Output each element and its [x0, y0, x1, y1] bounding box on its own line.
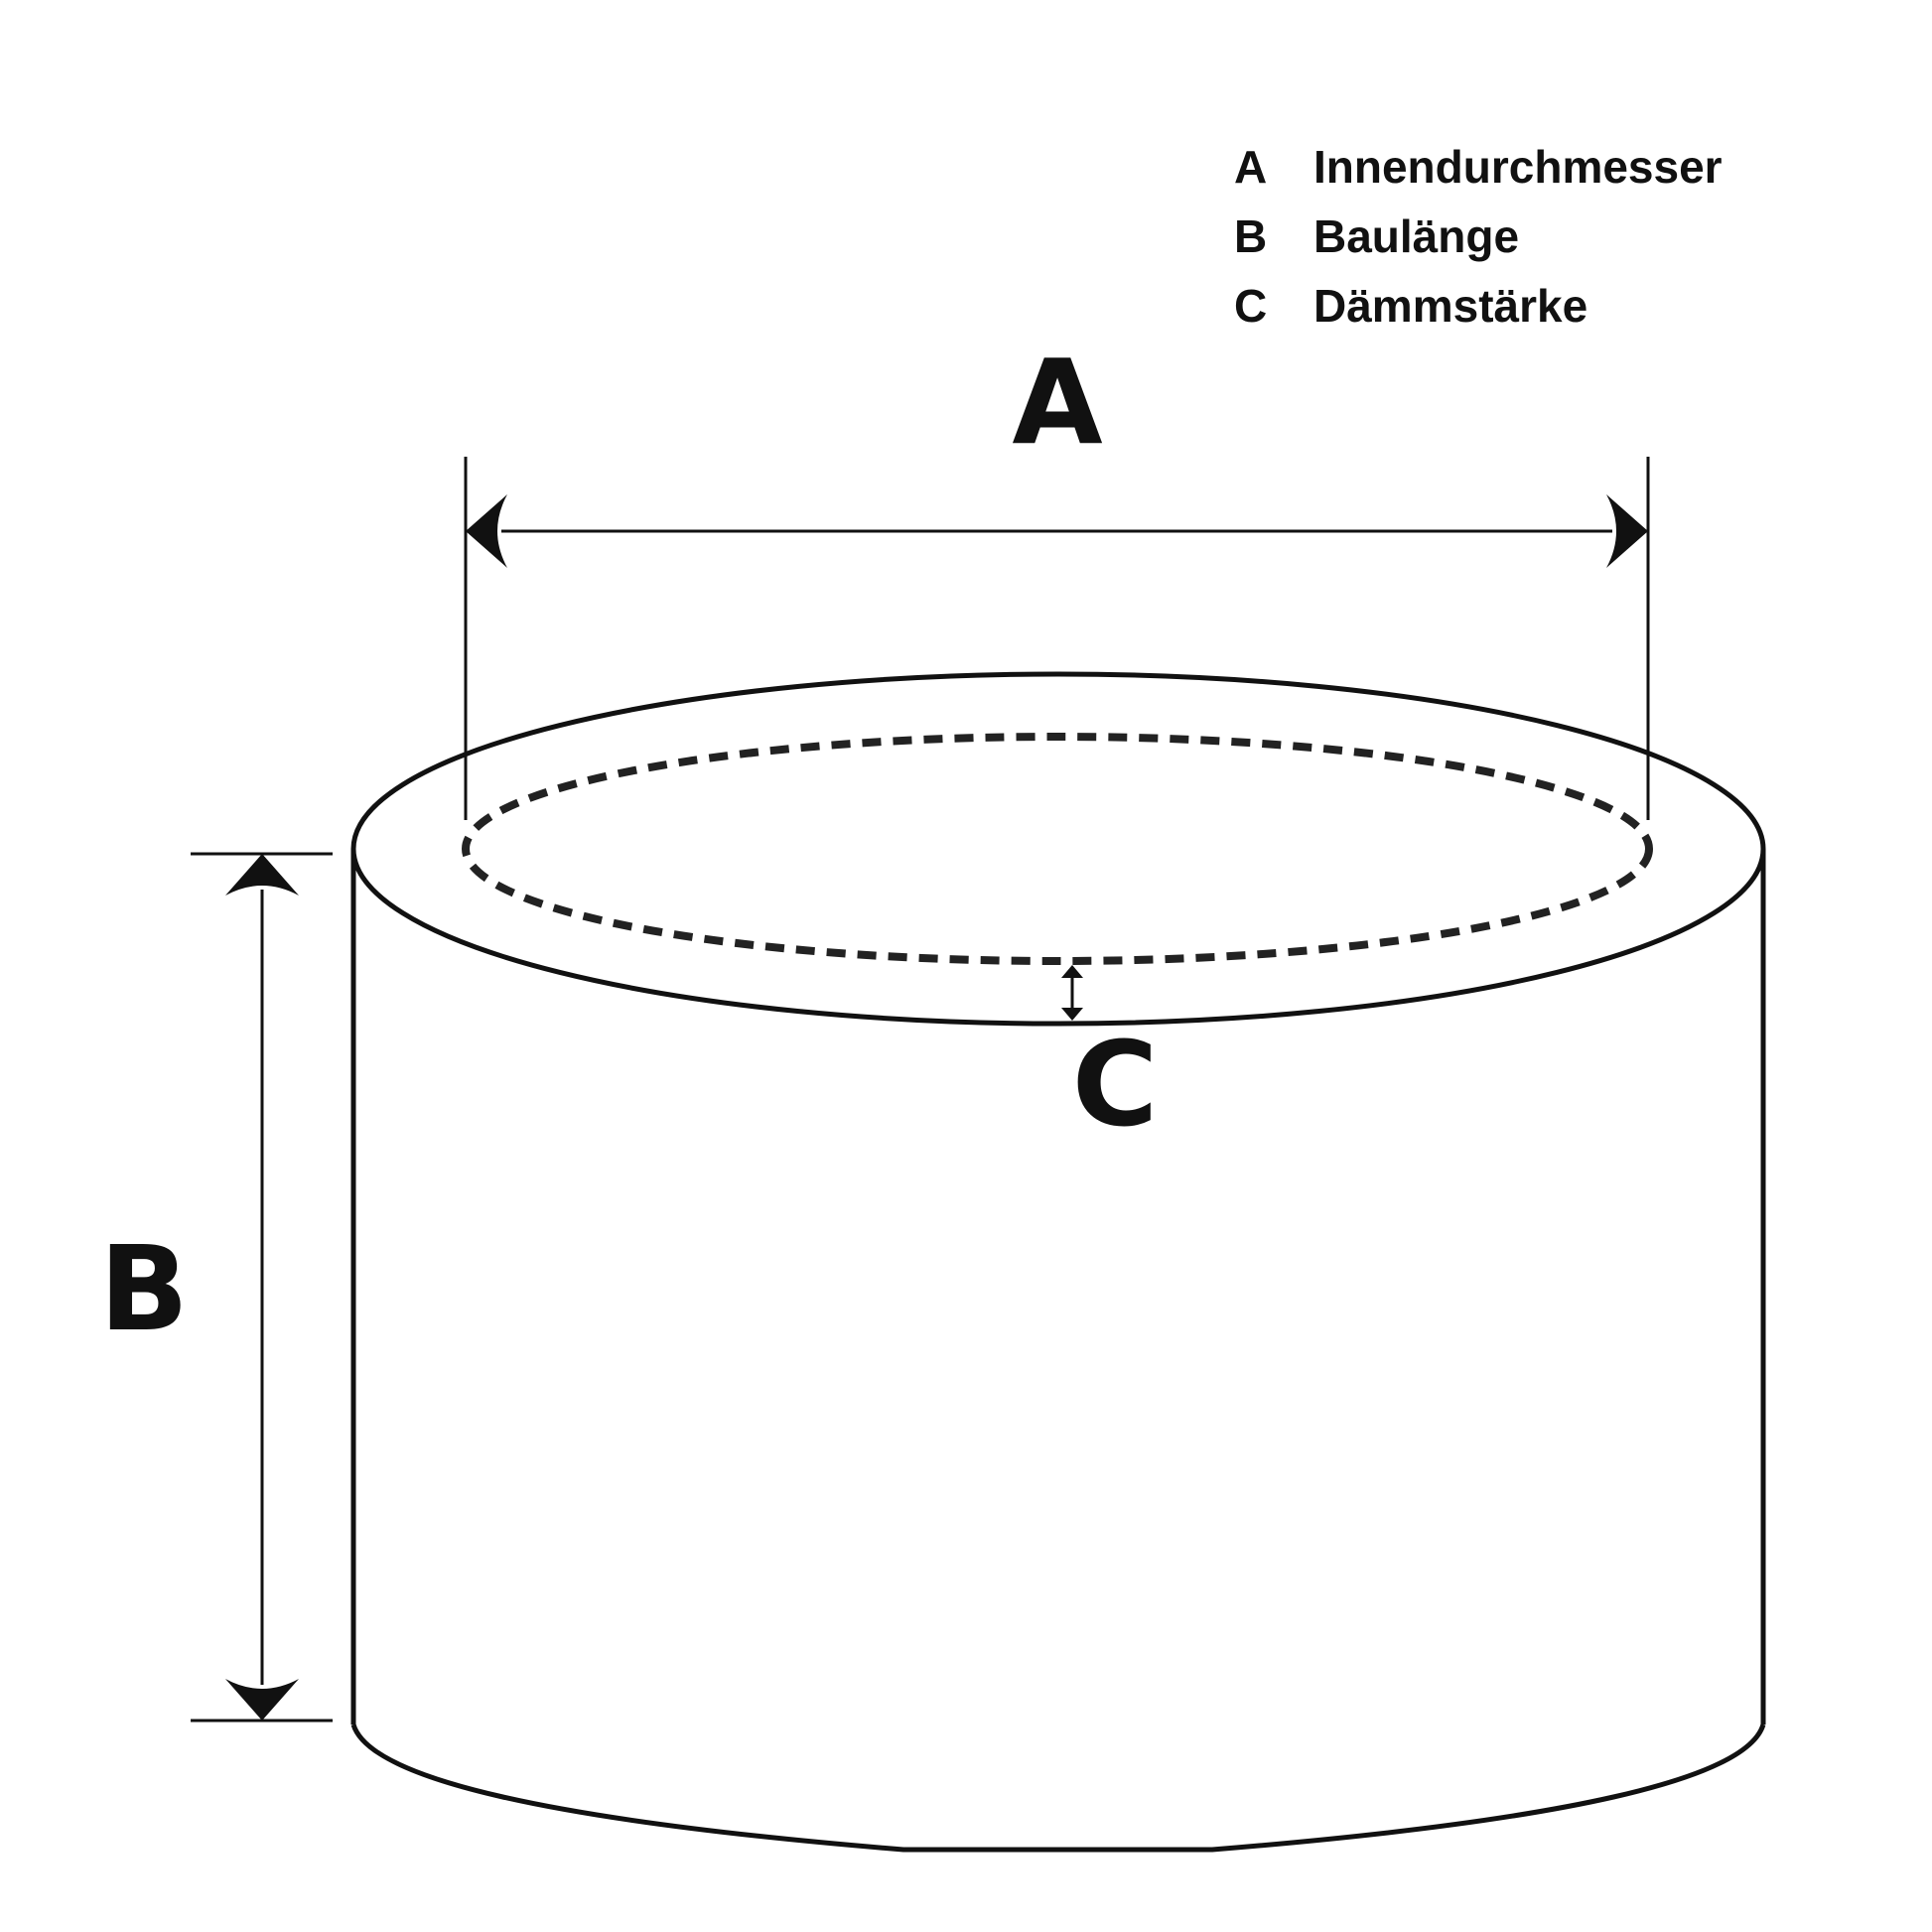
legend-text-c: Dämmstärke: [1313, 280, 1587, 332]
dimension-label-a: A: [1012, 334, 1102, 471]
legend-letter-c: C: [1234, 280, 1267, 332]
dimension-b: B: [99, 852, 333, 1723]
arrowhead-c-bottom: [1061, 1008, 1083, 1021]
arrowhead-a-right: [1606, 494, 1648, 568]
dimension-label-c: C: [1072, 1016, 1159, 1153]
legend-item-a: A Innendurchmesser: [1234, 141, 1723, 193]
inner-top-ellipse-dashed: [462, 733, 1653, 965]
legend-letter-b: B: [1234, 210, 1267, 262]
dimension-a: A: [464, 334, 1650, 820]
legend: A Innendurchmesser B Baulänge C Dämmstär…: [1234, 141, 1723, 332]
legend-letter-a: A: [1234, 141, 1267, 193]
arrowhead-a-left: [466, 494, 507, 568]
insulation-cylinder: [350, 671, 1766, 1853]
arrowhead-b-bottom: [225, 1679, 299, 1721]
cylinder-bottom-edge: [350, 1724, 1766, 1853]
arrowhead-c-top: [1061, 965, 1083, 978]
dimension-c: C: [1061, 965, 1158, 1153]
legend-item-b: B Baulänge: [1234, 210, 1519, 262]
arrowhead-b-top: [225, 854, 299, 896]
legend-item-c: C Dämmstärke: [1234, 280, 1587, 332]
legend-text-a: Innendurchmesser: [1313, 141, 1723, 193]
dimension-label-b: B: [99, 1220, 189, 1357]
legend-text-b: Baulänge: [1313, 210, 1519, 262]
outer-top-ellipse: [350, 671, 1766, 1027]
